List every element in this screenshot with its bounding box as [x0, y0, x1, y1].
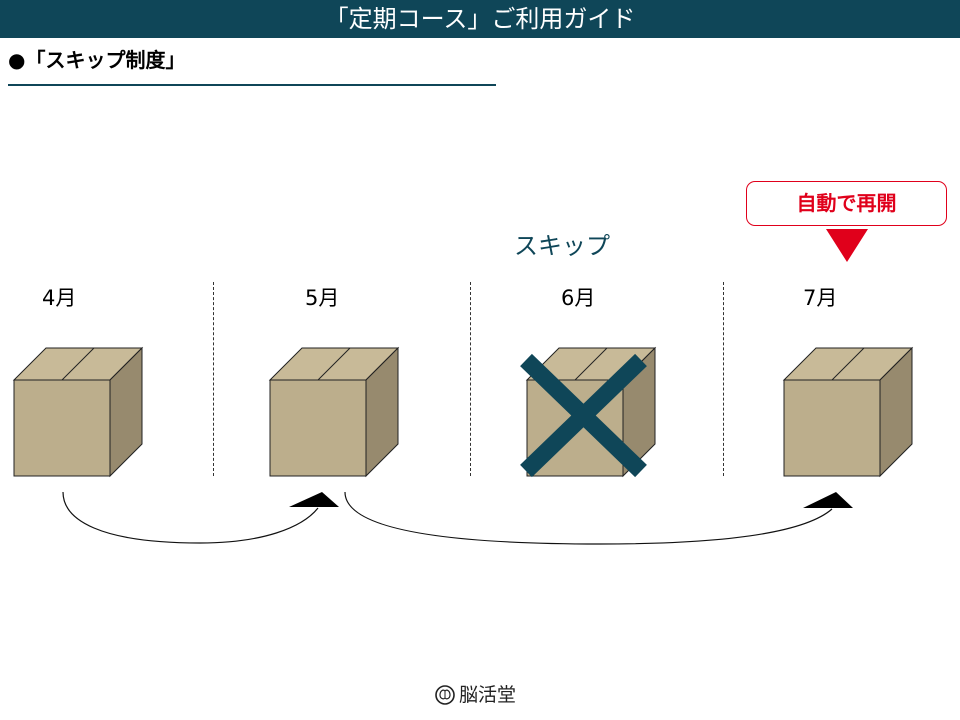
page-header: 「定期コース」ご利用ガイド [0, 0, 960, 38]
footer-logo-text: 脳活堂 [459, 684, 517, 706]
package-box-april [12, 346, 144, 478]
month-label-july: 7月 [803, 286, 838, 310]
callout-pointer-icon [826, 229, 868, 262]
month-divider [723, 282, 724, 476]
arrow-april-to-may [62, 491, 339, 544]
month-label-may: 5月 [305, 286, 340, 310]
month-label-june: 6月 [561, 286, 596, 310]
auto-resume-callout: 自動で再開 [746, 181, 947, 226]
package-box-may [268, 346, 400, 478]
arrow-may-to-july [344, 491, 853, 545]
month-divider [470, 282, 471, 476]
package-box-july [782, 346, 914, 478]
brain-logo-icon [435, 685, 455, 705]
section-title: ●「スキップ制度」 [8, 48, 186, 72]
section-underline [8, 84, 496, 86]
month-divider [213, 282, 214, 476]
page-title: 「定期コース」ご利用ガイド [324, 5, 636, 33]
footer-logo: 脳活堂 [434, 682, 516, 708]
skip-label: スキップ [514, 232, 610, 260]
month-label-april: 4月 [42, 286, 77, 310]
skip-cross-icon [520, 353, 647, 478]
